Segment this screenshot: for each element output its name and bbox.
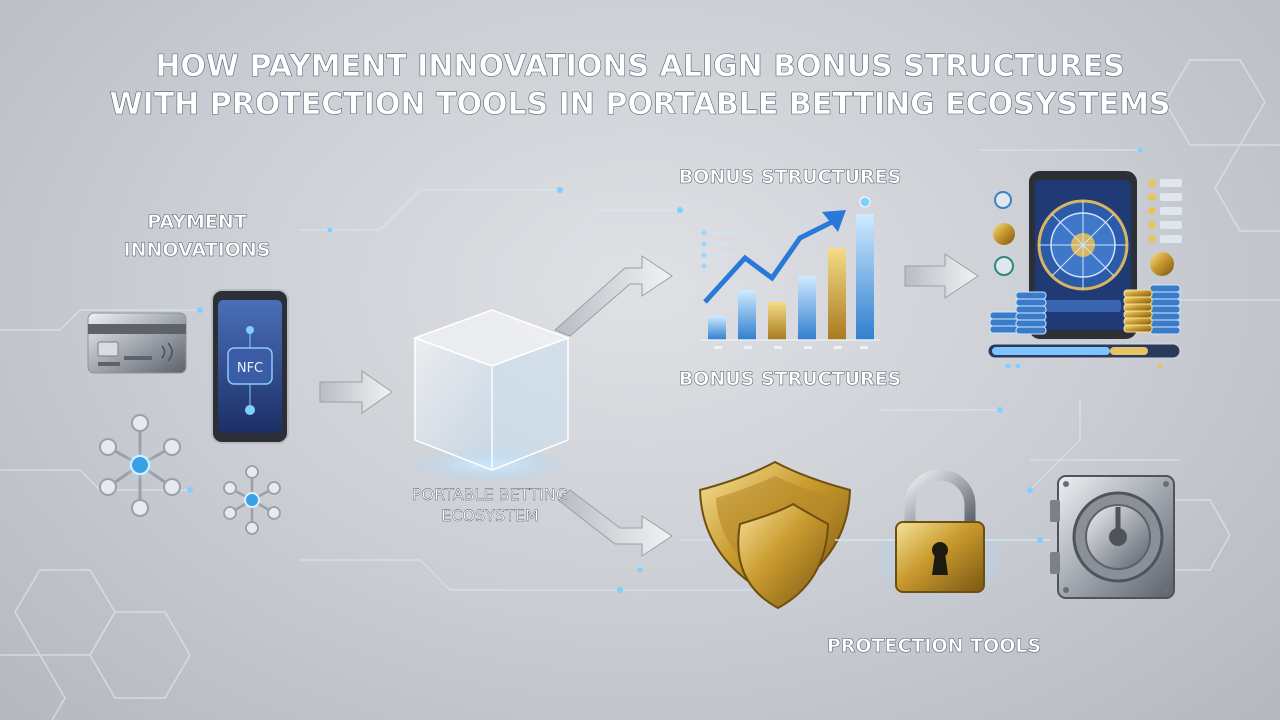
payment-label-line-1: PAYMENT: [147, 211, 247, 233]
arrow-icon-right: [904, 253, 979, 299]
arrow-icon-up: [554, 255, 673, 337]
title-line-2: WITH PROTECTION TOOLS IN PORTABLE BETTIN…: [109, 87, 1170, 122]
bonus-label-bottom: BONUS STRUCTURES: [679, 368, 902, 390]
network-node-icon: [99, 414, 181, 517]
smartphone-nfc-icon: NFC: [211, 289, 289, 444]
bonus-label-top: BONUS STRUCTURES: [679, 166, 902, 188]
growth-chart-icon: [700, 196, 880, 349]
circuit-dots: [187, 147, 1143, 593]
credit-card-icon: [87, 312, 187, 374]
coin-stack-icon: [989, 284, 1181, 335]
payment-label-line-2: INNOVATIONS: [124, 239, 271, 261]
nfc-label: NFC: [237, 361, 263, 376]
arrow-icon: [319, 370, 393, 414]
ecosystem-label-line-1: PORTABLE BETTING: [412, 485, 568, 504]
shield-icon: [698, 460, 852, 610]
hexagon-pattern: [0, 59, 1280, 720]
vault-icon: [1050, 475, 1175, 599]
progress-bar: [987, 343, 1181, 369]
network-node-icon-small: [223, 465, 281, 535]
ecosystem-label-line-2: ECOSYSTEM: [441, 506, 539, 525]
mobile-roulette-icon: [993, 169, 1182, 341]
glass-cube-icon: [410, 309, 571, 483]
arrow-icon-down: [557, 489, 673, 557]
protection-label: PROTECTION TOOLS: [827, 635, 1041, 657]
padlock-icon: [870, 469, 1010, 600]
vault-connector: [835, 537, 1050, 543]
title-line-1: HOW PAYMENT INNOVATIONS ALIGN BONUS STRU…: [155, 49, 1124, 84]
